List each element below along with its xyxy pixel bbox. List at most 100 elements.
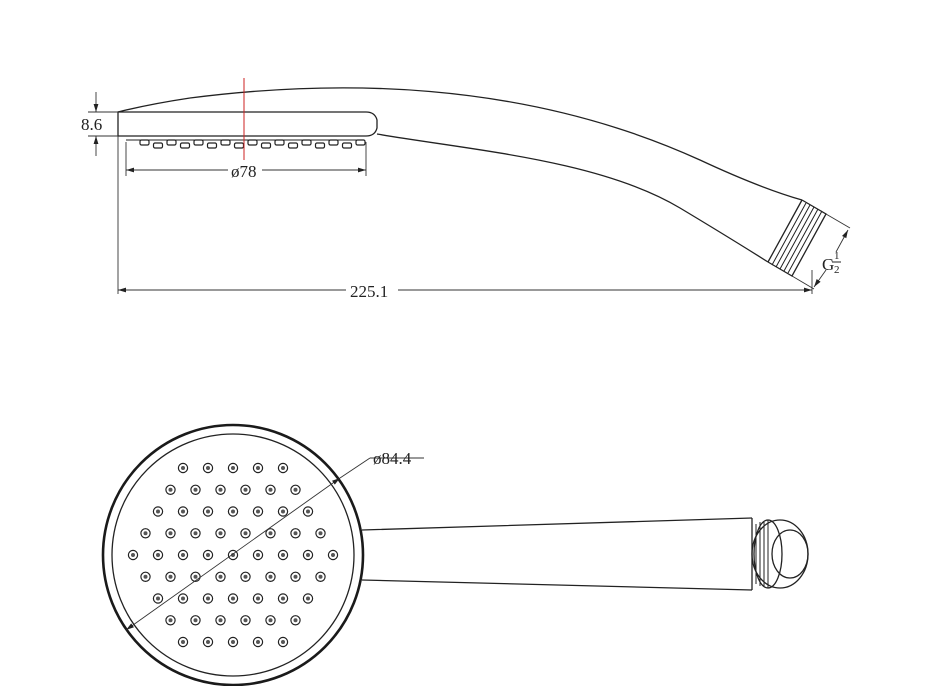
front-nozzle-hole [243,618,248,623]
front-thread-connector [751,518,809,590]
front-nozzle-hole [318,574,323,579]
side-thread-connector [767,199,827,277]
front-nozzle-hole [193,487,198,492]
front-nozzle-hole [243,487,248,492]
side-head-dome [117,97,191,113]
front-nozzle [202,462,214,474]
front-nozzle-grid [127,462,339,648]
side-nozzle [139,139,150,146]
front-nozzle-hole [181,466,185,470]
side-nozzle [179,142,191,149]
side-nozzle [355,139,366,146]
overall-length-dimension: 225.1 [117,136,813,301]
side-nozzle [206,142,218,149]
side-head-outline [117,111,378,137]
front-nozzle-hole [218,574,223,579]
front-nozzle-hole [281,553,285,557]
front-nozzle [252,462,264,474]
thread-dimension: G 1 2 [791,213,851,290]
front-nozzle-hole [268,487,273,492]
front-nozzle-hole [156,553,160,557]
side-nozzle [287,142,299,149]
side-handle-bottom-edge [376,133,769,263]
front-nozzle-hole [193,531,198,536]
front-nozzle-hole [206,466,210,470]
side-nozzle [341,142,353,149]
front-nozzle-hole [243,574,248,579]
side-nozzle [328,139,339,146]
front-nozzle-hole [268,531,273,536]
side-nozzle [220,139,231,146]
front-nozzle-hole [218,531,223,536]
side-nozzle [193,139,204,146]
head-diameter-label: ø84.4 [373,449,412,468]
height-dimension-label: 8.6 [81,115,102,134]
side-nozzle [314,142,326,149]
front-nozzle-hole [193,574,198,579]
front-nozzle-hole [168,618,173,623]
front-head-inner-ring [111,433,355,677]
front-nozzle-hole [281,640,285,644]
front-nozzle-hole [306,596,310,601]
face-diameter-dimension: ø78 [125,142,367,181]
front-nozzle-hole [281,509,285,514]
front-handle-outline [361,517,753,591]
thread-numerator: 1 [834,250,840,262]
front-view: ø84.4 [101,423,809,686]
front-nozzle [277,462,289,474]
side-nozzle-row [139,139,366,149]
front-nozzle-hole [231,466,235,470]
front-nozzle-hole [306,553,310,557]
side-nozzle [274,139,285,146]
side-handle-end [767,199,803,263]
front-head-outer-ring [101,423,365,686]
overall-length-label: 225.1 [350,282,388,301]
front-nozzle-hole [168,487,173,492]
front-nozzle [177,636,189,648]
front-nozzle-hole [293,487,298,492]
side-nozzle [152,142,164,149]
front-nozzle-hole [156,509,160,514]
front-nozzle [227,636,239,648]
front-nozzle-hole [256,596,260,601]
front-nozzle-hole [156,596,160,601]
side-handle-top-edge [189,87,803,201]
front-nozzle-hole [168,574,173,579]
front-nozzle-hole [293,574,298,579]
front-nozzle [252,636,264,648]
front-nozzle-hole [181,596,185,601]
side-nozzle [166,139,177,146]
front-nozzle-hole [318,531,323,536]
front-nozzle-hole [268,574,273,579]
front-nozzle [177,462,189,474]
front-nozzle [277,636,289,648]
front-nozzle-hole [206,553,210,557]
side-nozzle [301,139,312,146]
front-nozzle-hole [143,574,148,579]
front-nozzle-hole [231,640,235,644]
thread-prefix: G [822,255,834,274]
front-nozzle-hole [131,553,135,557]
head-diameter-dimension: ø84.4 [125,449,424,631]
front-nozzle-hole [243,531,248,536]
front-nozzle-hole [168,531,173,536]
front-nozzle-hole [306,509,310,514]
thread-denominator: 2 [834,264,840,276]
front-nozzle-hole [231,596,235,601]
front-nozzle-hole [181,640,185,644]
front-nozzle-hole [206,640,210,644]
front-nozzle-hole [218,618,223,623]
front-nozzle-hole [293,618,298,623]
front-nozzle-hole [143,531,148,536]
front-nozzle-hole [181,553,185,557]
front-nozzle-hole [256,640,260,644]
side-nozzle [247,139,258,146]
front-nozzle-hole [268,618,273,623]
front-nozzle-hole [218,487,223,492]
front-nozzle-hole [293,531,298,536]
front-nozzle-hole [256,553,260,557]
front-nozzle-hole [256,509,260,514]
side-nozzle [233,142,245,149]
front-nozzle-hole [193,618,198,623]
